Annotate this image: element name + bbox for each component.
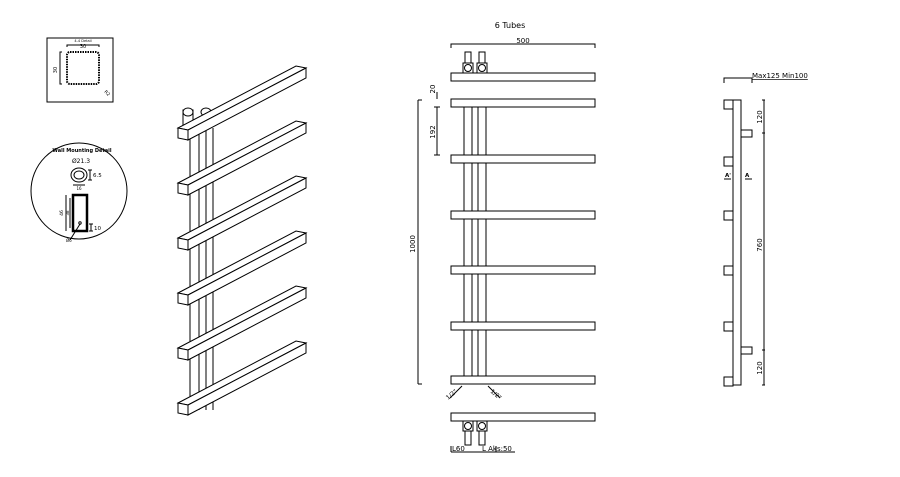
side-wall-bracket — [740, 346, 753, 355]
front-valve-icon — [478, 64, 486, 72]
wall-dim-d: 38 — [65, 210, 70, 216]
side-bar-end — [723, 376, 734, 387]
front-valve-icon — [464, 64, 472, 72]
section-height: 30 — [53, 67, 59, 73]
front-towel-bar — [450, 210, 596, 220]
side-bar-end — [723, 321, 734, 332]
front-vertical-tube — [477, 106, 487, 377]
side-middle-label: 760 — [756, 238, 764, 251]
iso-bar-end — [177, 127, 189, 141]
section-radius: R2 — [103, 89, 112, 98]
front-towel-bar — [450, 375, 596, 385]
iso-bar-end — [177, 347, 189, 361]
wall-dim-b: 16 — [76, 186, 82, 191]
section-title: 4-4 Detail — [74, 39, 91, 43]
front-towel-bar — [450, 265, 596, 275]
iso-bar-end — [177, 237, 189, 251]
front-width-label: 500 — [516, 37, 529, 45]
wall-dim-e: 10 — [94, 226, 101, 232]
section-width: 30 — [80, 44, 86, 50]
wall-pipe-diameter: Ø21.3 — [72, 158, 90, 165]
front-view: 6 Tubes 500 1000 20 192 1/2" 1/2" L60 L … — [409, 21, 596, 453]
front-title: 6 Tubes — [495, 21, 526, 30]
front-gap-label: 20 — [429, 85, 437, 94]
front-bottom-valve-icon — [478, 422, 486, 430]
side-bar-end — [723, 265, 734, 276]
front-towel-bar — [450, 72, 596, 82]
valve-right-label: 1/2" — [489, 388, 503, 401]
front-vertical-tube — [463, 106, 473, 377]
side-depth-label: Max125 Min100 — [752, 72, 808, 80]
front-bottom-valve-stub — [478, 430, 486, 446]
front-valve-stub — [478, 51, 486, 64]
front-towel-bar — [450, 321, 596, 331]
side-bar-end — [723, 99, 734, 110]
front-valve-body — [476, 62, 488, 74]
section-right-marker: A — [745, 173, 750, 179]
iso-bar-end — [177, 292, 189, 306]
valve-left-label: 1/2" — [445, 388, 459, 401]
bottom-left-label: L60 — [452, 445, 465, 453]
front-towel-bar — [450, 98, 596, 108]
front-bottom-valve-icon — [464, 422, 472, 430]
side-bottom-label: 120 — [756, 361, 764, 374]
side-view: Max125 Min100 120 760 120 A' A — [723, 72, 808, 387]
iso-bar-end — [177, 402, 189, 416]
iso-bar-end — [177, 182, 189, 196]
front-towel-bar — [450, 154, 596, 164]
front-valve-body — [462, 62, 474, 74]
iso-bar-top — [176, 65, 308, 131]
wall-dim-f: Ø6 — [66, 238, 72, 243]
wall-dim-c: 46 — [59, 210, 65, 216]
front-bottom-valve-stub — [464, 430, 472, 446]
bottom-right-label: L Aks:50 — [482, 445, 512, 453]
front-pitch-label: 192 — [429, 125, 437, 138]
side-wall-bracket — [740, 129, 753, 138]
wall-mounting-detail: Wall Mounting Detail Ø21.3 6.5 16 46 38 … — [30, 142, 128, 243]
section-detail: 4-4 Detail 30 30 R2 — [46, 37, 114, 103]
iso-valve-icon — [182, 107, 194, 117]
front-height-label: 1000 — [409, 235, 417, 253]
front-valve-stub — [464, 51, 472, 64]
isometric-view — [176, 65, 308, 416]
wall-dim-a: 6.5 — [93, 173, 102, 179]
side-top-label: 120 — [756, 110, 764, 123]
side-bar-end — [723, 156, 734, 167]
section-left-marker: A' — [725, 173, 731, 179]
wall-detail-title: Wall Mounting Detail — [52, 148, 111, 154]
front-towel-bar — [450, 412, 596, 422]
side-bar-end — [723, 210, 734, 221]
